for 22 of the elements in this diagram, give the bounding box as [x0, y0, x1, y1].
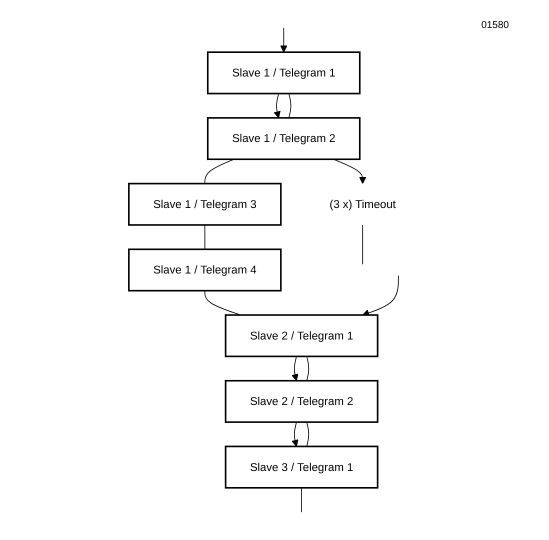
arrow	[362, 275, 399, 316]
connector	[306, 422, 310, 447]
node-box: Slave 2 / Telegram 1	[224, 314, 378, 358]
connector	[204, 224, 206, 250]
connector	[301, 487, 302, 513]
node-box: Slave 2 / Telegram 2	[224, 380, 378, 423]
arrow	[333, 158, 366, 184]
node-text: (3 x) Timeout	[330, 197, 396, 210]
connector	[362, 224, 364, 265]
node-box: Slave 3 / Telegram 1	[224, 446, 378, 489]
arrow	[291, 356, 298, 382]
node-box: Slave 1 / Telegram 3	[128, 182, 282, 226]
figure-number: 01580	[481, 20, 509, 31]
connector	[204, 158, 234, 184]
connector	[288, 93, 292, 118]
node-box: Slave 1 / Telegram 2	[206, 117, 361, 160]
arrow	[280, 27, 288, 52]
node-box: Slave 1 / Telegram 4	[128, 248, 282, 292]
arrow	[274, 93, 281, 118]
connector	[306, 356, 310, 382]
node-box: Slave 1 / Telegram 1	[206, 51, 361, 94]
arrow	[291, 422, 298, 447]
